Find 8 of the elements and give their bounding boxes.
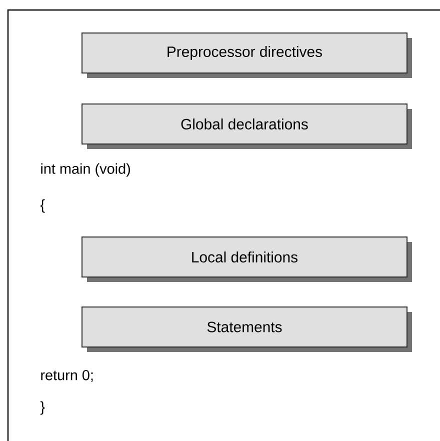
process-box: Statements (82, 306, 412, 352)
code-line: return 0; (41, 370, 93, 382)
process-box: Local definitions (82, 236, 412, 282)
code-line: { (40, 199, 45, 213)
process-box: Global declarations (82, 104, 412, 149)
code-line: int main (void) (41, 163, 130, 177)
code-line: } (40, 401, 45, 415)
process-box: Preprocessor directives (82, 32, 412, 78)
